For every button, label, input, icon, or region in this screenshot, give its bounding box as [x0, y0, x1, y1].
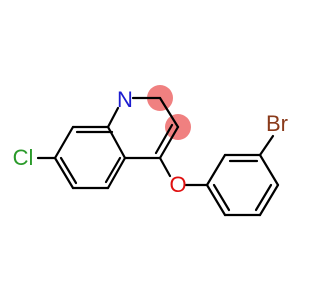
bromophenyl-ring	[205, 153, 280, 217]
bromine-label: Br	[266, 111, 288, 136]
structure-drawing: N O Cl Br	[13, 85, 288, 217]
chlorine-label: Cl	[13, 145, 34, 170]
ether-linkage	[158, 156, 209, 187]
quinoline-ring	[53, 96, 180, 190]
nitrogen-label: N	[117, 87, 133, 112]
c3-br-bond	[258, 134, 275, 157]
oxygen-label: O	[169, 172, 186, 197]
molecule-canvas: N O Cl Br	[13, 85, 288, 217]
